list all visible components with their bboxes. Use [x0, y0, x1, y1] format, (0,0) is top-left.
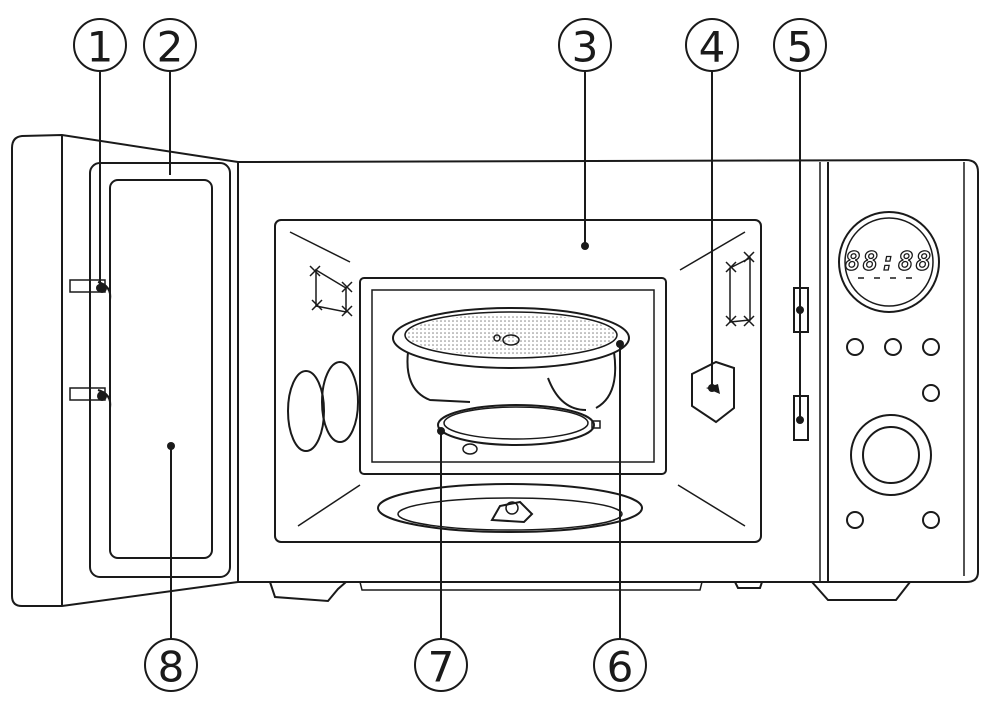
callout-2-label: 2	[157, 23, 184, 72]
door-window	[109, 179, 213, 559]
callout-2: 2	[143, 18, 197, 72]
callout-7-label: 7	[428, 643, 455, 692]
oven-cavity	[274, 219, 762, 543]
display-digits: 88:88	[845, 247, 933, 277]
callout-1: 1	[73, 18, 127, 72]
callout-3-label: 3	[572, 23, 599, 72]
roller-ring	[437, 404, 601, 455]
callout-8: 8	[144, 638, 198, 692]
leader-lines	[96, 70, 804, 640]
callout-3: 3	[558, 18, 612, 72]
callout-4: 4	[685, 18, 739, 72]
callout-8-label: 8	[158, 643, 185, 692]
control-panel: 88:88	[838, 211, 940, 529]
callout-5: 5	[773, 18, 827, 72]
callout-4-label: 4	[699, 23, 726, 72]
door	[11, 133, 239, 607]
callout-1-label: 1	[87, 23, 114, 72]
callout-6: 6	[593, 638, 647, 692]
callout-5-label: 5	[787, 23, 814, 72]
callout-7: 7	[414, 638, 468, 692]
glass-turntable	[392, 307, 630, 411]
callout-6-label: 6	[607, 643, 634, 692]
microwave-body	[237, 158, 979, 603]
waveguide-cover	[691, 360, 735, 424]
